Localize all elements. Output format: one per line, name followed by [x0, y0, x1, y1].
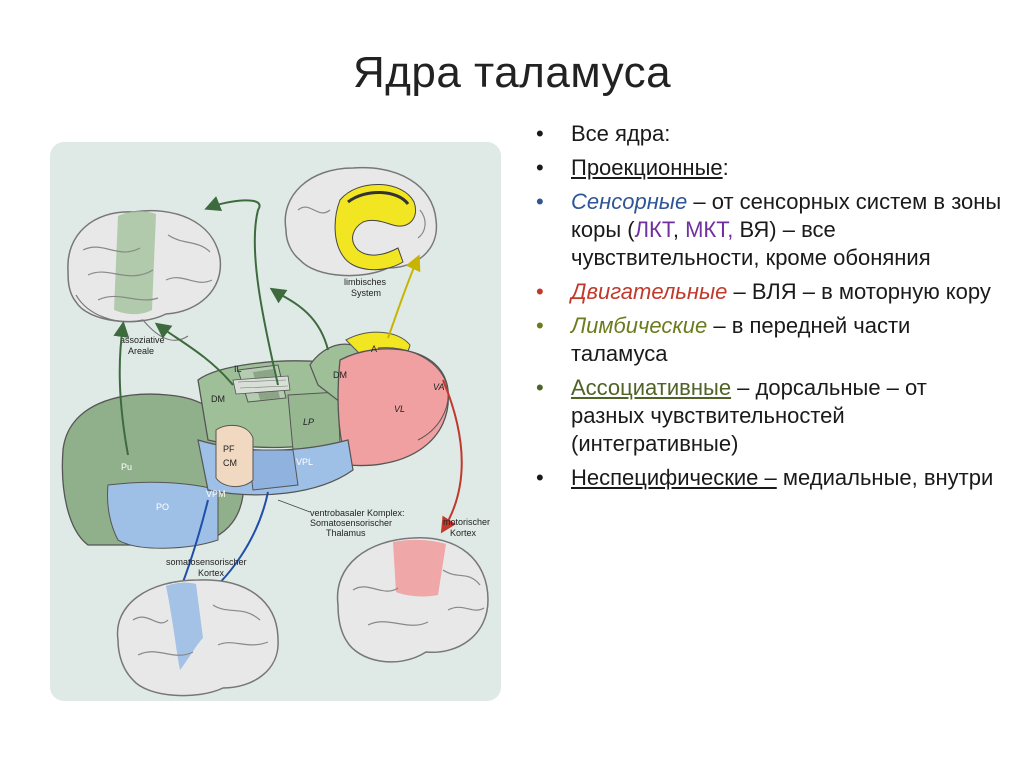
label-ventro-2: Somatosensorischer	[310, 518, 392, 528]
bullet-rest: – дорсальные – от разных чувствительност…	[571, 375, 927, 456]
bullet-projection: • Проекционные:	[533, 154, 1003, 182]
label-va: VA	[433, 382, 445, 392]
thalamus-diagram: assoziative Areale limbisches System	[48, 140, 503, 703]
label-motor-2: Kortex	[450, 528, 477, 538]
bullet-dot: •	[536, 465, 544, 490]
bullet-text: Все ядра:	[571, 121, 671, 146]
bullet-mid: ,	[672, 217, 686, 242]
bullet-rest: –	[758, 465, 777, 490]
bullet-lead: Сенсорные	[571, 189, 688, 214]
label-assoc-2: Areale	[128, 346, 154, 356]
thalamus	[61, 331, 449, 549]
bullet-lead: Проекционные	[571, 155, 723, 180]
bullet-dot: •	[536, 375, 544, 400]
label-a: A	[371, 344, 377, 354]
label-vpl: VPL	[296, 457, 313, 467]
bullet-tail: медиальные, внутри	[776, 465, 994, 490]
label-dm2: DM	[333, 370, 347, 380]
bullet-nonspecific: • Неспецифические – медиальные, внутри	[533, 464, 1003, 492]
arrow-motor	[440, 379, 463, 534]
bullet-dot: •	[536, 279, 544, 304]
bullet-all-nuclei: • Все ядра:	[533, 120, 1003, 148]
bullet-dot: •	[536, 155, 544, 180]
arrow-assoc-2	[154, 322, 234, 386]
bullet-highlight-mkt: МКТ,	[685, 217, 734, 242]
bullet-lead: Двигательные	[571, 279, 728, 304]
bullet-rest: :	[722, 155, 729, 180]
label-cm: CM	[223, 458, 237, 468]
bullet-dot: •	[536, 189, 544, 214]
arrow-assoc-1	[113, 321, 130, 456]
bullet-limbic: • Лимбические – в передней части таламус…	[533, 312, 1003, 368]
bullet-sensory: • Сенсорные – от сенсорных систем в зоны…	[533, 188, 1003, 272]
label-limbic-2: System	[351, 288, 381, 298]
label-vpm: VPM	[206, 489, 226, 499]
slide-title: Ядра таламуса	[352, 48, 672, 97]
bullet-associative: • Ассоциативные – дорсальные – от разных…	[533, 374, 1003, 458]
bullet-motor: • Двигательные – ВЛЯ – в моторную кору	[533, 278, 1003, 306]
bullet-dot: •	[536, 313, 544, 338]
bullet-tail: ВЯ) – все чувствительности, кроме обонян…	[571, 217, 931, 270]
label-limbic-1: limbisches	[344, 277, 387, 287]
brain-limbic	[284, 166, 438, 277]
bullet-highlight-lkt: ЛКТ	[634, 217, 673, 242]
label-somato-1: somatosensorischer	[166, 557, 247, 567]
label-pf: PF	[223, 444, 235, 454]
label-lp: LP	[303, 417, 314, 427]
thalamus-illustration: assoziative Areale limbisches System	[50, 142, 501, 701]
bullet-rest: – в передней части таламуса	[571, 313, 911, 366]
bullet-dot: •	[536, 121, 544, 146]
arrow-limbic	[387, 254, 421, 339]
brain-assoc	[67, 209, 222, 341]
arrow-assoc-3	[204, 196, 279, 386]
bullet-lead: Лимбические	[571, 313, 708, 338]
bullet-rest: – от сенсорных систем в зоны коры (	[571, 189, 1002, 242]
label-pu: Pu	[121, 462, 132, 472]
label-po: PO	[156, 502, 169, 512]
label-vl: VL	[394, 404, 405, 414]
label-ventro-3: Thalamus	[326, 528, 366, 538]
bullet-lead: Ассоциативные	[571, 375, 732, 400]
label-somato-2: Kortex	[198, 568, 225, 578]
brain-somato	[116, 579, 279, 697]
label-dm: DM	[211, 394, 225, 404]
label-assoc-1: assoziative	[120, 335, 165, 345]
brain-motor	[336, 537, 489, 663]
bullet-rest: – ВЛЯ – в моторную кору	[727, 279, 991, 304]
arrow-assoc-4	[269, 287, 329, 351]
label-ventro-1: ventrobasaler Komplex:	[310, 508, 405, 518]
bullet-list: • Все ядра: • Проекционные: • Сенсорные …	[533, 120, 1003, 498]
label-il: IL	[234, 364, 242, 374]
label-motor-1: motorischer	[443, 517, 490, 527]
bullet-lead: Неспецифические	[571, 465, 759, 490]
